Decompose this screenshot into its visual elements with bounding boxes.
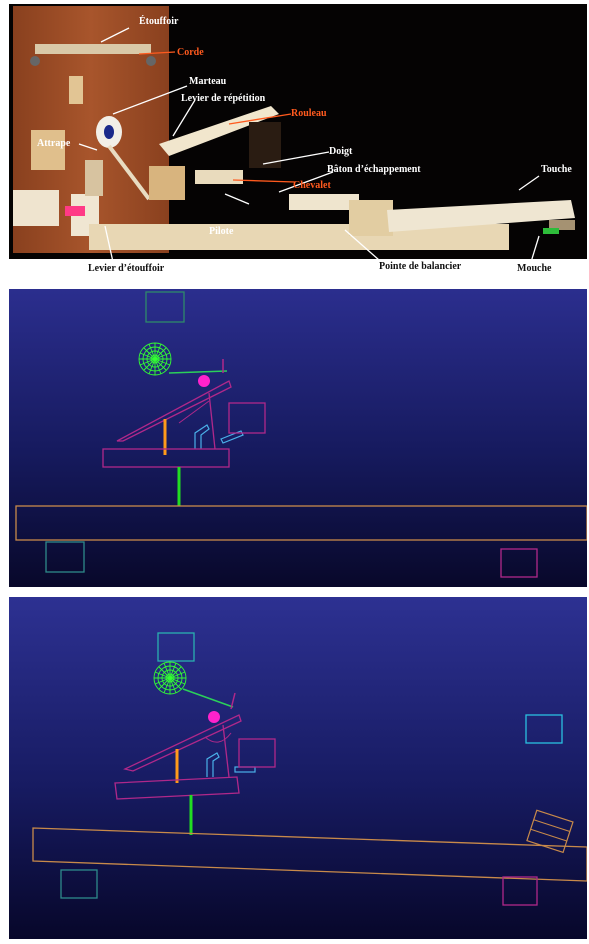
damper-lever-box [239, 739, 275, 767]
label-levier-d-etouffoir: Levier d’étouffoir [88, 263, 164, 274]
simulation-rest-state [9, 289, 587, 587]
key-outline [33, 828, 587, 881]
roller-dot [208, 711, 220, 723]
right-support-box [501, 549, 537, 577]
damper-box [146, 292, 184, 322]
key-outline [16, 506, 587, 540]
label-doigt: Doigt [329, 146, 352, 157]
left-support-box [46, 542, 84, 572]
piano-action-photo: Étouffoir Corde Marteau Levier de répéti… [9, 4, 587, 259]
label-marteau: Marteau [189, 76, 226, 87]
right-support-box [503, 877, 537, 905]
hammer-wireframe [154, 662, 186, 694]
label-touche: Touche [541, 164, 572, 175]
label-baton-d-echappement: Bâton d’échappement [327, 164, 421, 175]
simulation-rest-drawing [9, 289, 587, 587]
damper-box [158, 633, 194, 661]
whippen-base [115, 777, 239, 799]
label-corde: Corde [177, 47, 204, 58]
piano-action-illustration [9, 4, 587, 259]
hammer-shank [169, 371, 227, 373]
key-base [89, 224, 509, 250]
escapement-jack [195, 425, 209, 449]
simulation-pressed-drawing [9, 597, 587, 939]
left-support-box [61, 870, 97, 898]
label-mouche: Mouche [517, 263, 551, 274]
label-chevalet: Chevalet [293, 180, 331, 191]
repetition-lever-outline [125, 715, 241, 771]
simulation-pressed-state [9, 597, 587, 939]
hammer-wireframe [139, 343, 171, 375]
damper-rail [35, 44, 151, 54]
label-attrape: Attrape [37, 138, 70, 149]
label-pointe-de-balancier: Pointe de balancier [379, 261, 461, 272]
label-pilote: Pilote [209, 226, 233, 237]
damper-lever-box-right [526, 715, 562, 743]
label-levier-de-repetition: Levier de répétition [181, 93, 265, 104]
label-rouleau: Rouleau [291, 108, 327, 119]
label-etouffoir: Étouffoir [139, 16, 178, 27]
damper-lever-box [229, 403, 265, 433]
repetition-lever-outline [117, 381, 231, 441]
hammer-shank [183, 689, 233, 707]
escapement-jack [207, 753, 219, 777]
roller-dot [198, 375, 210, 387]
